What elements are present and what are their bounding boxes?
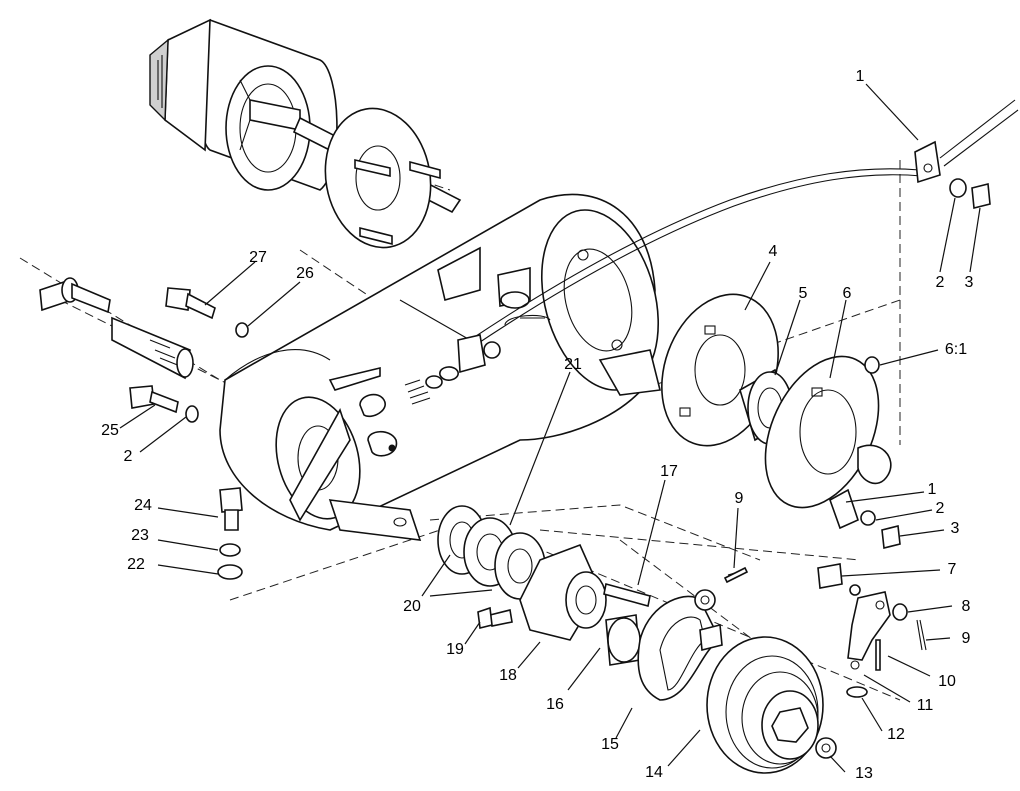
callout-2-top: 2 [935,274,945,291]
callout-11: 11 [916,697,934,714]
callout-3-mid: 3 [950,520,960,537]
bolt-27 [165,287,249,338]
callout-19: 19 [446,641,464,658]
bolt-24 [217,487,243,580]
spline-shaft [39,277,194,380]
callout-10: 10 [938,673,956,690]
callout-5: 5 [798,285,808,302]
callout-7: 7 [947,561,957,578]
callout-2-left: 2 [123,448,133,465]
callout-27: 27 [249,249,267,266]
callout-3-top: 3 [964,274,974,291]
callout-15: 15 [601,736,619,753]
lever-10-11 [727,563,927,698]
callout-16: 16 [546,696,564,713]
callout-23: 23 [131,527,149,544]
callout-1-top: 1 [855,68,865,85]
callout-9-top: 9 [734,490,744,507]
callout-25: 25 [101,422,119,439]
callout-13: 13 [855,765,873,782]
control-cable [399,99,1019,347]
callout-8: 8 [961,598,971,615]
belt-guide-15 [637,589,723,701]
pin-9-top [723,566,749,584]
bearings-20-21 [437,505,546,600]
callout-21: 21 [564,356,582,373]
callout-1-mid: 1 [927,481,937,498]
leader-lines [119,83,981,773]
callout-20: 20 [403,598,421,615]
callout-12: 12 [887,726,905,743]
callout-9-right: 9 [961,630,971,647]
idler-arm-18 [477,543,607,641]
callout-14: 14 [645,764,663,781]
tension-hardware [359,334,501,457]
bracket-1-mid [829,488,901,549]
gear-housing [219,193,661,541]
callout-6: 6 [842,285,852,302]
pulley-14 [706,636,837,774]
callout-4: 4 [768,243,778,260]
flange-plate [324,107,441,249]
callout-22: 22 [127,556,145,573]
bracket-1-top [914,140,991,210]
plate-6 [764,355,892,509]
bolt-25 [129,385,199,423]
callout-17: 17 [660,463,678,480]
callout-18: 18 [499,667,517,684]
callout-26: 26 [296,265,314,282]
callout-24: 24 [134,497,152,514]
callout-6-1: 6:1 [944,341,968,358]
callout-2-mid: 2 [935,500,945,517]
